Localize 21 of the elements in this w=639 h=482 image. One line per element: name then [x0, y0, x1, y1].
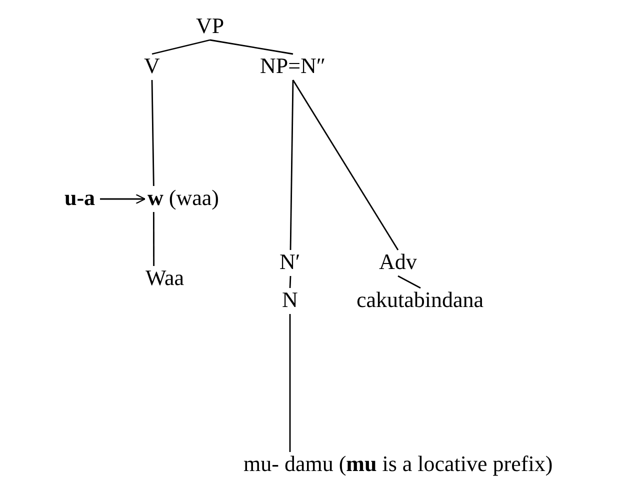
tree-node-label: mu- damu (mu is a locative prefix)	[244, 452, 553, 476]
tree-branch-line	[292, 80, 399, 250]
arrow	[100, 194, 146, 204]
tree-node-label: N	[282, 288, 298, 312]
tree-branch-line	[398, 275, 421, 289]
tree-branch-line	[289, 314, 291, 452]
tree-node-label: V	[144, 54, 160, 78]
tree-node-label: w (waa)	[148, 186, 219, 210]
tree-branch-line	[152, 39, 210, 55]
tree-node-label: Waa	[146, 266, 184, 290]
tree-node-label: N′	[280, 250, 300, 274]
tree-branch-line	[152, 212, 154, 266]
tree-branch-line	[210, 39, 294, 55]
tree-node-label: u-a	[64, 186, 96, 210]
tree-node-label: VP	[196, 14, 224, 38]
tree-branch-line	[289, 276, 292, 288]
tree-branch-line	[290, 80, 294, 250]
tree-node-label: Adv	[379, 250, 417, 274]
tree-branch-line	[151, 80, 154, 186]
tree-node-label: NP=N″	[260, 54, 326, 78]
tree-node-label: cakutabindana	[356, 288, 484, 312]
